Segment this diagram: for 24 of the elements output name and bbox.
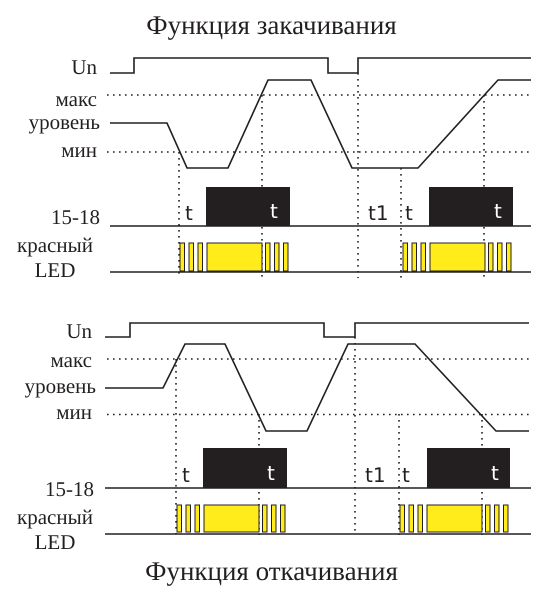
- axis-label: уровень: [24, 376, 96, 397]
- time-label: t: [270, 201, 278, 221]
- time-label: t: [182, 465, 190, 485]
- axis-label: макс: [56, 89, 97, 110]
- axis-label: макс: [50, 350, 92, 371]
- time-label: t: [267, 463, 275, 483]
- axis-label: 15-18: [51, 207, 100, 228]
- time-label: t: [185, 203, 193, 223]
- time-label: t: [402, 465, 410, 485]
- diagram-title: Функция закачивания: [145, 12, 398, 39]
- time-label: t: [494, 201, 502, 221]
- axis-label: Un: [71, 57, 97, 78]
- axis-label: уровень: [28, 112, 100, 133]
- led-label: красный LED: [16, 505, 94, 555]
- axis-label: мин: [56, 402, 92, 423]
- axis-label: 15-18: [45, 479, 94, 500]
- time-label: t: [491, 463, 499, 483]
- led-label: красный LED: [16, 233, 94, 283]
- axis-label: мин: [61, 140, 97, 161]
- time-label: t1: [365, 465, 386, 485]
- time-label: t: [405, 203, 413, 223]
- diagram-caption: Функция откачивания: [144, 558, 399, 585]
- time-label: t1: [368, 203, 389, 223]
- axis-label: Un: [66, 321, 92, 342]
